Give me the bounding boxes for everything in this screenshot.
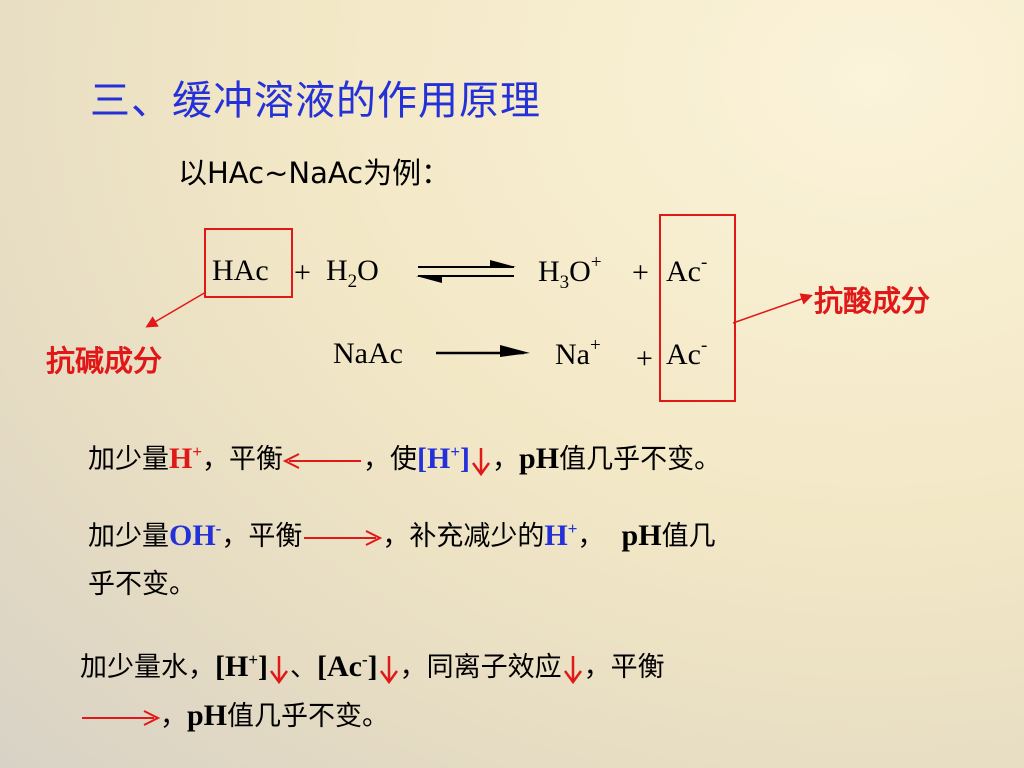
- eq1-right1: H3O+: [538, 252, 602, 294]
- l1-d: ，: [492, 444, 520, 475]
- anti-acid-label: 抗酸成分: [814, 284, 931, 318]
- left-arrow-icon: [283, 452, 362, 469]
- down-arrow-icon: [379, 655, 398, 684]
- eq1-right1-end: O: [569, 255, 591, 288]
- right-arrow-icon: [304, 529, 383, 546]
- l3-h: [H+]: [215, 650, 268, 683]
- anti-acid-box: [659, 214, 736, 402]
- eq2-right1-main: Na: [555, 338, 590, 371]
- eq2-right1: Na+: [555, 335, 601, 372]
- eq2-right2-sup: -: [700, 335, 708, 356]
- l3-b: ，同离子效应: [399, 652, 562, 683]
- l1-ph: pH: [519, 442, 560, 475]
- eq2-left: NaAc: [333, 337, 403, 370]
- equilibrium-reverse-head: [416, 276, 442, 283]
- l2-h: H+: [544, 519, 577, 552]
- eq2-right2-main: Ac: [666, 338, 701, 371]
- l2-oh: OH-: [169, 519, 221, 552]
- l1-b: ，平衡: [202, 444, 284, 475]
- l3-c: ，平衡: [583, 652, 665, 683]
- l3-ac-main: [Ac: [317, 650, 362, 683]
- eq1-right2-main: Ac: [666, 255, 701, 288]
- l1-c: ，使: [363, 444, 418, 475]
- subtitle: 以HAc~NaAc为例：: [178, 150, 450, 192]
- l1-bracket: [H+]: [417, 442, 470, 475]
- down-arrow-icon: [270, 655, 289, 684]
- anti-base-label: 抗碱成分: [46, 344, 163, 378]
- right-arrow-icon: [82, 709, 160, 726]
- l2-b: ，平衡: [221, 521, 303, 552]
- eq1-plus1: +: [294, 256, 311, 289]
- explanation-line-3: 加少量水，[H+] 、[Ac-] ，同离子效应 ，平衡: [80, 645, 665, 684]
- eq1-right2: Ac-: [666, 252, 708, 289]
- anti-acid-pointer: [732, 293, 813, 324]
- l3-h-end: ]: [258, 650, 269, 683]
- eq2-right2: Ac-: [666, 335, 708, 372]
- equilibrium-forward-head: [490, 260, 516, 267]
- l1-e: 值几乎不变。: [559, 444, 722, 475]
- l2-a: 加少量: [88, 521, 169, 552]
- l3-d: ，: [160, 701, 187, 732]
- subtitle-text: 以HAc~NaAc为例：: [178, 156, 451, 190]
- l3-ac: [Ac-]: [317, 650, 378, 683]
- l1-bracket-end: ]: [460, 442, 471, 475]
- explanation-line-2-cont: 乎不变。: [88, 569, 196, 600]
- l2-oh-sup: -: [215, 519, 222, 538]
- l3-ac-sup: -: [362, 650, 368, 669]
- page-title: 三、缓冲溶液的作用原理: [90, 78, 541, 124]
- l2-e: 值几: [661, 521, 716, 552]
- l1-a: 加少量: [88, 444, 169, 475]
- l3-h-sup: +: [248, 650, 259, 669]
- eq1-left2-main: H: [326, 254, 348, 287]
- l1-h: H+: [169, 442, 202, 475]
- eq1-right2-sup: -: [700, 252, 708, 273]
- anti-base-pointer: [145, 291, 207, 328]
- l1-h-sup: +: [192, 442, 203, 461]
- l1-bracket-sup: +: [450, 442, 461, 461]
- l1-h-main: H: [169, 442, 193, 475]
- l3-ph: pH: [187, 699, 228, 732]
- eq1-left2-sub: 2: [347, 271, 358, 292]
- dissociation-arrow-head: [500, 345, 530, 357]
- eq1-left2-end: O: [357, 254, 379, 287]
- l2-d: ，: [577, 521, 605, 552]
- eq1-right1-main: H: [538, 255, 560, 288]
- l3-ac-end: ]: [367, 650, 378, 683]
- l3-h-main: [H: [215, 650, 249, 683]
- l2-c: ，补充减少的: [382, 521, 545, 552]
- l3-a: 加少量水，: [80, 652, 215, 683]
- explanation-line-3-cont: ，pH值几乎不变。: [80, 694, 389, 733]
- l2-oh-main: OH: [169, 519, 216, 552]
- eq1-left1: HAc: [212, 254, 269, 287]
- anti-base-box: [204, 228, 293, 298]
- l3-e: 值几乎不变。: [227, 701, 390, 732]
- explanation-line-2: 加少量OH-，平衡 ，补充减少的H+， pH值几: [88, 514, 716, 553]
- eq2-right1-sup: +: [589, 335, 601, 356]
- eq1-right1-sup: +: [590, 252, 602, 273]
- l2-h-sup: +: [567, 519, 578, 538]
- eq1-plus2: +: [632, 256, 649, 289]
- eq2-plus: +: [636, 342, 653, 375]
- eq1-left2: H2O: [326, 254, 379, 293]
- l2-ph: pH: [621, 519, 662, 552]
- eq1-right1-sub: 3: [559, 272, 570, 293]
- down-arrow-icon: [472, 447, 491, 476]
- l3-sep: 、: [290, 652, 318, 683]
- l1-bracket-main: [H: [417, 442, 451, 475]
- explanation-line-1: 加少量H+，平衡，使[H+]，pH值几乎不变。: [88, 437, 721, 476]
- l2-h-main: H: [544, 519, 568, 552]
- down-arrow-icon: [563, 655, 582, 684]
